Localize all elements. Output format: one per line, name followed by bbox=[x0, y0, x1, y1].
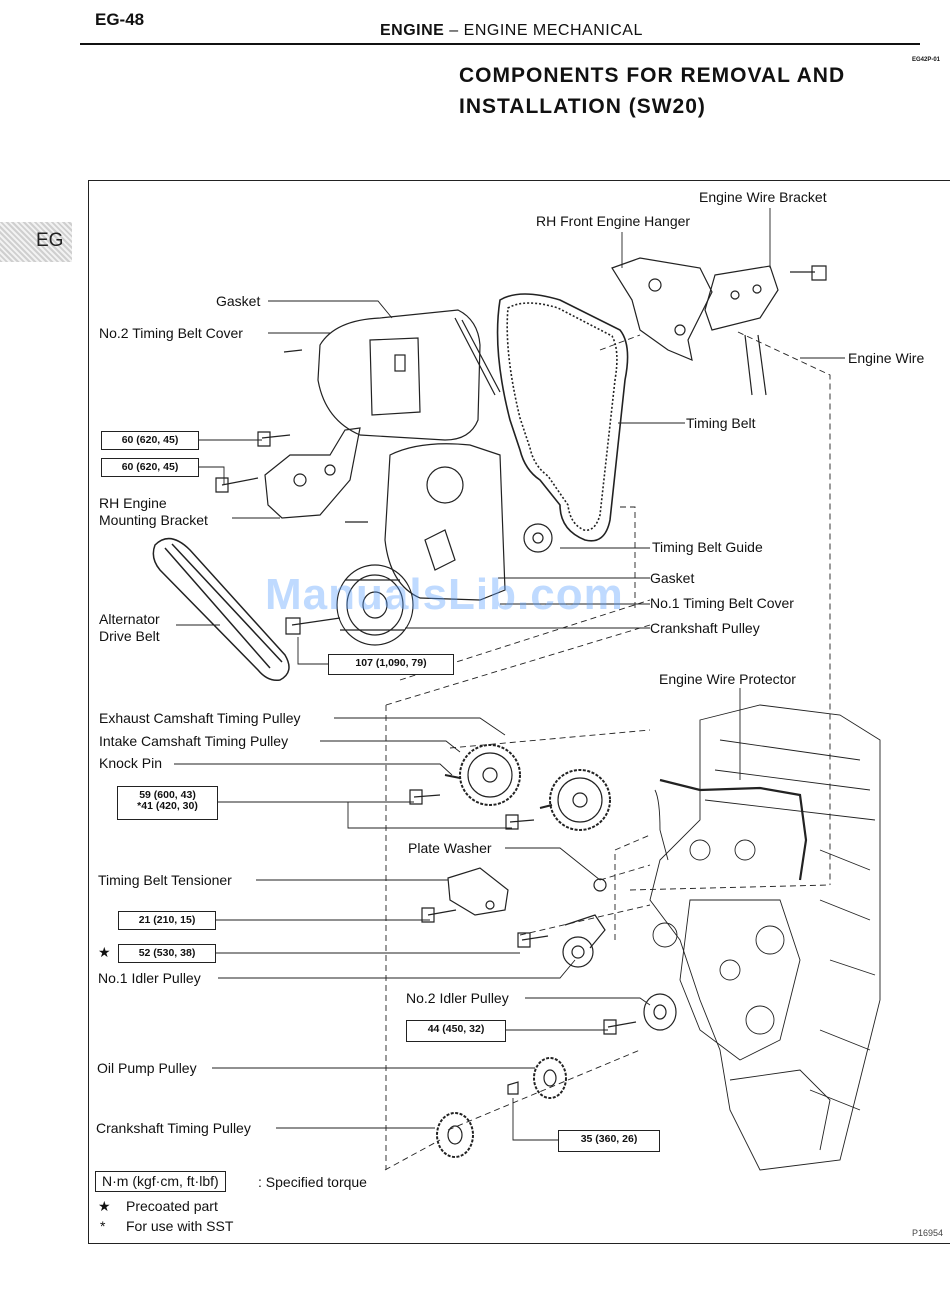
section-header-rest: – ENGINE MECHANICAL bbox=[449, 22, 643, 39]
knock-pin-shape bbox=[444, 774, 553, 809]
idler2-bolt-shape bbox=[603, 1019, 637, 1035]
label-alternator-drive-belt-2: Drive Belt bbox=[99, 628, 160, 644]
label-engine-wire-protector: Engine Wire Protector bbox=[659, 671, 796, 687]
torque-box: 35 (360, 26) bbox=[558, 1130, 660, 1152]
no1-timing-belt-cover-shape bbox=[384, 443, 506, 601]
engine-block-sketch bbox=[649, 704, 881, 1171]
label-exhaust-camshaft-timing-pulley: Exhaust Camshaft Timing Pulley bbox=[99, 710, 301, 726]
page-title: COMPONENTS FOR REMOVAL AND INSTALLATION … bbox=[459, 64, 846, 118]
label-alternator-drive-belt-1: Alternator bbox=[99, 611, 160, 627]
crankshaft-pulley-shape bbox=[336, 564, 414, 646]
torque-box: 60 (620, 45) bbox=[101, 431, 199, 450]
alternator-drive-belt-shape bbox=[152, 537, 290, 682]
idler1-bolt-shape bbox=[517, 932, 549, 948]
timing-belt-tensioner-shape bbox=[447, 867, 509, 916]
oil-pump-pulley-shape bbox=[533, 1057, 567, 1099]
header-rule bbox=[80, 43, 920, 45]
legend-unit-desc: : Specified torque bbox=[258, 1174, 367, 1190]
tensioner-bolt-shape bbox=[421, 907, 457, 923]
no2-timing-belt-cover-shape bbox=[317, 309, 501, 441]
legend-star-symbol: ★ bbox=[98, 1198, 111, 1214]
label-rh-engine-mounting-bracket-1: RH Engine bbox=[99, 495, 167, 511]
timing-belt-guide-shape bbox=[523, 523, 553, 553]
cover-bolt-shape bbox=[283, 349, 303, 353]
picture-code: P16954 bbox=[912, 1228, 944, 1238]
engine-wire-shape bbox=[744, 334, 767, 396]
label-rh-engine-mounting-bracket-2: Mounting Bracket bbox=[99, 512, 208, 528]
diagram-frame bbox=[88, 180, 950, 1244]
label-timing-belt-tensioner: Timing Belt Tensioner bbox=[98, 872, 232, 888]
torque-box: 21 (210, 15) bbox=[118, 911, 216, 930]
watermark: ManualsLib.com bbox=[265, 570, 624, 619]
torque-box: 60 (620, 45) bbox=[101, 458, 199, 477]
crank-bolt-shape bbox=[285, 617, 341, 635]
bracket-bolt-shape bbox=[790, 265, 827, 281]
precoat-star: ★ bbox=[98, 944, 111, 960]
cam-bolt-1-shape bbox=[409, 789, 441, 805]
label-engine-wire: Engine Wire bbox=[848, 350, 925, 366]
section-tab: EG bbox=[0, 222, 72, 262]
oil-pump-nut-shape bbox=[507, 1081, 519, 1095]
label-no2-idler-pulley: No.2 Idler Pulley bbox=[406, 990, 509, 1006]
label-rh-front-engine-hanger: RH Front Engine Hanger bbox=[536, 213, 691, 229]
section-tab-label: EG bbox=[36, 230, 64, 251]
torque-box: 107 (1,090, 79) bbox=[328, 654, 454, 675]
label-no1-timing-belt-cover: No.1 Timing Belt Cover bbox=[650, 595, 794, 611]
label-crankshaft-pulley: Crankshaft Pulley bbox=[650, 620, 760, 636]
legend-asterisk-symbol: * bbox=[100, 1218, 106, 1234]
label-gasket-top: Gasket bbox=[216, 293, 261, 309]
plate-washer-shape bbox=[593, 878, 607, 892]
legend-unit-box: N·m (kgf·cm, ft·lbf) bbox=[95, 1171, 226, 1192]
torque-box: 52 (530, 38) bbox=[118, 944, 216, 963]
label-crankshaft-timing-pulley: Crankshaft Timing Pulley bbox=[96, 1120, 251, 1136]
label-gasket-mid: Gasket bbox=[650, 570, 695, 586]
crankshaft-timing-pulley-shape bbox=[436, 1112, 474, 1158]
cam-bolt-2-shape bbox=[505, 814, 535, 830]
label-engine-wire-bracket: Engine Wire Bracket bbox=[699, 189, 827, 205]
rh-engine-mounting-bracket-shape bbox=[264, 427, 361, 519]
mount-bolts-shape bbox=[215, 431, 368, 523]
exhaust-camshaft-pulley-shape bbox=[459, 744, 521, 806]
label-intake-camshaft-timing-pulley: Intake Camshaft Timing Pulley bbox=[99, 733, 289, 749]
torque-box-double: 59 (600, 43) *41 (420, 30) bbox=[117, 786, 218, 820]
torque-value-sst: *41 (420, 30) bbox=[137, 800, 198, 812]
leader-lines bbox=[174, 208, 845, 1141]
section-header: ENGINE – ENGINE MECHANICAL bbox=[380, 22, 643, 40]
timing-belt-shape bbox=[496, 293, 629, 542]
legend-star-desc: Precoated part bbox=[126, 1198, 218, 1214]
alignment-dashes bbox=[384, 331, 831, 1171]
label-no1-idler-pulley: No.1 Idler Pulley bbox=[98, 970, 201, 986]
label-timing-belt: Timing Belt bbox=[686, 415, 756, 431]
torque-value-standard: 59 (600, 43) bbox=[139, 789, 196, 801]
document-code: EG42P-01 bbox=[912, 57, 941, 63]
label-knock-pin: Knock Pin bbox=[99, 755, 163, 771]
label-no2-timing-belt-cover: No.2 Timing Belt Cover bbox=[99, 325, 243, 341]
label-oil-pump-pulley: Oil Pump Pulley bbox=[97, 1060, 197, 1076]
label-timing-belt-guide: Timing Belt Guide bbox=[652, 539, 763, 555]
legend-asterisk-desc: For use with SST bbox=[126, 1218, 234, 1234]
rh-front-engine-hanger-shape bbox=[611, 257, 713, 361]
no2-idler-pulley-shape bbox=[643, 993, 677, 1031]
section-header-bold: ENGINE bbox=[380, 22, 445, 39]
intake-camshaft-pulley-shape bbox=[549, 769, 611, 831]
page-number: EG-48 bbox=[95, 10, 145, 29]
torque-box: 44 (450, 32) bbox=[406, 1020, 506, 1042]
label-plate-washer: Plate Washer bbox=[408, 840, 492, 856]
no1-idler-pulley-shape bbox=[562, 914, 606, 968]
engine-wire-bracket-shape bbox=[704, 265, 779, 331]
